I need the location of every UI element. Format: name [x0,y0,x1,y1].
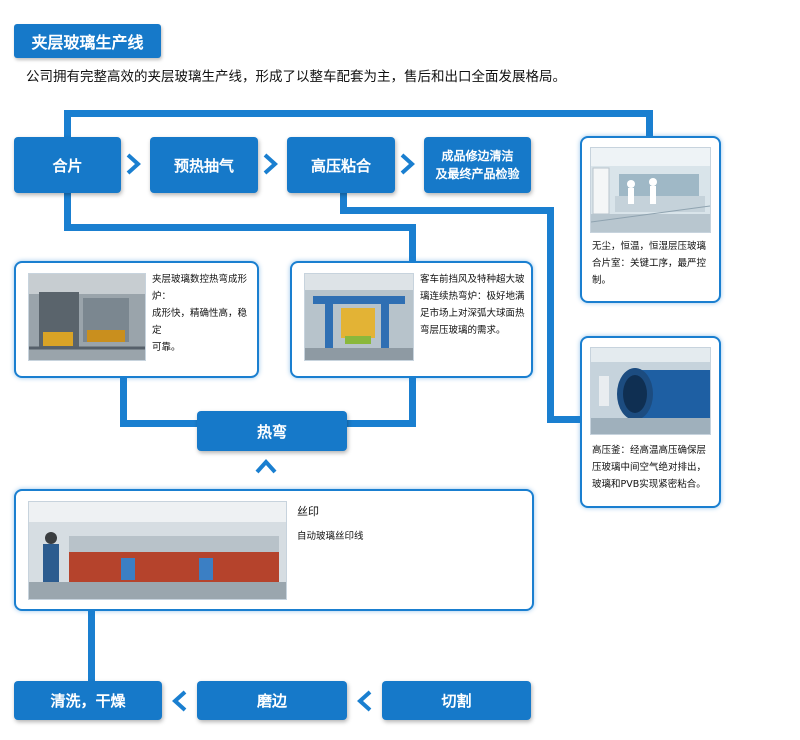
connector-line [88,606,95,684]
card-text-line: 夹层玻璃数控热弯成形炉： [152,274,248,302]
connector-line [64,190,71,228]
lamination-room-card: 无尘，恒温，恒湿层压玻璃 合片室：关键工序，最严控 制。 [580,136,721,303]
connector-line [64,110,653,117]
continuous-bending-card: 客车前挡风及特种超大玻 璃连续热弯炉：极好地满 足市场上对深弧大球面热 弯层压玻… [290,261,533,378]
card-text-line: 制。 [592,275,612,286]
connector-line [409,224,416,264]
card-text-line: 玻璃和PVB实现紧密粘合。 [592,479,706,490]
step-laminate-box: 合片 [14,137,121,193]
card-description: 客车前挡风及特种超大玻 璃连续热弯炉：极好地满 足市场上对深弧大球面热 弯层压玻… [420,271,530,339]
step-cutting-box: 切割 [382,681,531,720]
silk-print-card: 丝印 自动玻璃丝印线 [14,489,534,611]
connector-line [646,110,653,140]
step-label: 合片 [52,156,83,175]
card-text-line: 足市场上对深弧大球面热 [420,308,525,319]
chevron-right-icon [263,153,278,175]
step-inspection-box: 成品修边清洁 及最终产品检验 [424,137,531,193]
connector-line [547,207,554,423]
step-label: 磨边 [256,692,287,710]
section-title: 夹层玻璃生产线 [14,24,161,58]
card-text-line: 压玻璃中间空气绝对排出， [592,462,707,473]
connector-line [340,190,347,212]
autoclave-card: 高压釜：经高温高压确保层 压玻璃中间空气绝对排出， 玻璃和PVB实现紧密粘合。 [580,336,721,508]
step-preheat-box: 预热抽气 [150,137,258,193]
silk-print-desc: 自动玻璃丝印线 [297,531,364,542]
card-text-line: 无尘，恒温，恒湿层压玻璃 [592,241,707,252]
silk-print-photo [28,501,287,600]
step-cleaning-box: 清洗，干燥 [14,681,162,720]
step-label: 清洗，干燥 [50,692,126,710]
step-label-line2: 及最终产品检验 [435,167,520,181]
step-label-line1: 成品修边清洁 [441,149,514,163]
step-bonding-box: 高压粘合 [287,137,395,193]
connector-line [409,374,416,426]
step-label: 高压粘合 [310,156,371,175]
silk-print-title: 丝印 [297,505,319,518]
intro-text: 公司拥有完整高效的夹层玻璃生产线，形成了以整车配套为主，售后和出口全面发展格局。 [26,69,566,85]
step-label: 切割 [441,692,472,710]
chevron-right-icon [400,153,415,175]
continuous-furnace-photo [304,273,414,361]
chevron-up-icon [255,459,277,474]
card-text-line: 弯层压玻璃的需求。 [420,325,506,336]
connector-line [344,420,416,427]
connector-line [64,224,416,231]
connector-line [547,416,583,423]
card-text-line: 成形快，精确性高，稳定 [152,308,248,336]
autoclave-photo [590,347,711,435]
connector-line [120,374,127,426]
step-label: 预热抽气 [173,156,234,175]
card-description: 夹层玻璃数控热弯成形炉： 成形快，精确性高，稳定 可靠。 [152,271,256,356]
connector-line [340,207,554,214]
card-text-line: 璃连续热弯炉：极好地满 [420,291,525,302]
cleanroom-photo [590,147,711,233]
chevron-right-icon [126,153,141,175]
card-text-line: 高压釜：经高温高压确保层 [592,445,707,456]
card-description: 无尘，恒温，恒湿层压玻璃 合片室：关键工序，最严控 制。 [592,238,716,289]
connector-line [120,420,200,427]
step-grinding-box: 磨边 [197,681,347,720]
card-description: 高压釜：经高温高压确保层 压玻璃中间空气绝对排出， 玻璃和PVB实现紧密粘合。 [592,442,716,493]
chevron-left-icon [357,690,372,712]
connector-line [64,110,71,140]
cnc-bending-card: 夹层玻璃数控热弯成形炉： 成形快，精确性高，稳定 可靠。 [14,261,259,378]
bending-furnace-photo [28,273,146,361]
chevron-left-icon [172,690,187,712]
step-label: 热弯 [256,422,287,441]
step-bending-box: 热弯 [197,411,347,451]
card-text-line: 合片室：关键工序，最严控 [592,258,707,269]
card-text-line: 可靠。 [152,342,181,353]
card-text-line: 客车前挡风及特种超大玻 [420,274,525,285]
